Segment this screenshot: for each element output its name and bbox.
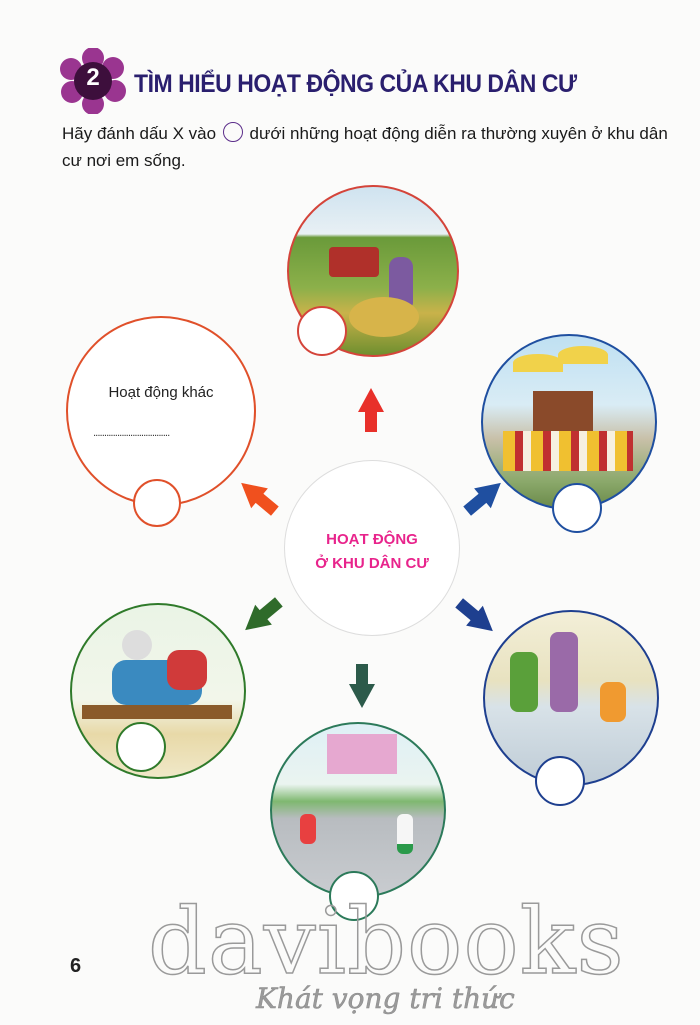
sweeper-shape (550, 632, 578, 712)
instruction-text: Hãy đánh dấu X vào dưới những hoạt động … (62, 120, 682, 174)
other-activity-input[interactable]: ................................... (93, 428, 170, 439)
harvester-shape (329, 247, 379, 277)
player-shape (397, 814, 413, 854)
watermark-brand: davibooks (147, 887, 625, 996)
festival-activity-image (481, 334, 657, 510)
grandparent-head-shape (122, 630, 152, 660)
other-activity-label: Hoạt động khác (108, 384, 214, 401)
arrow-up-left-icon (241, 482, 279, 516)
cleaning-activity-image (483, 610, 659, 786)
arrow-down-left-icon (245, 597, 283, 631)
instruction-before: Hãy đánh dấu X vào (62, 124, 217, 143)
child-shape (167, 650, 207, 690)
badminton-activity-image (270, 722, 446, 898)
section-number: 2 (86, 64, 100, 91)
page-number: 6 (70, 955, 82, 977)
harvest-checkbox[interactable] (297, 306, 347, 356)
sweeper-shape (510, 652, 538, 712)
parasol-shape (513, 354, 563, 372)
watermark-slogan: Khát vọng tri thức (256, 982, 515, 1016)
section-title: TÌM HIỂU HOẠT ĐỘNG CỦA KHU DÂN CƯ (134, 70, 577, 98)
arrow-up-right-icon (463, 482, 501, 516)
sweeper-shape (600, 682, 626, 722)
arrow-down-right-icon (455, 598, 493, 632)
building-shape (327, 734, 397, 774)
center-label-line2: Ở KHU DÂN CƯ (315, 555, 429, 572)
family-checkbox[interactable] (116, 722, 166, 772)
festival-checkbox[interactable] (552, 483, 602, 533)
other-activity-circle (66, 316, 256, 506)
player-shape (300, 814, 316, 844)
procession-shape (503, 431, 633, 471)
badminton-checkbox[interactable] (329, 871, 379, 921)
cleaning-checkbox[interactable] (535, 756, 585, 806)
checkbox-circle-icon (222, 122, 243, 142)
center-circle (284, 460, 460, 636)
center-label: HOẠT ĐỘNG Ở KHU DÂN CƯ (288, 528, 456, 576)
bamboo-bed-shape (82, 705, 232, 719)
rice-pile-shape (349, 297, 419, 337)
other-activity-checkbox[interactable] (133, 479, 181, 527)
section-number-flower-icon (60, 48, 126, 114)
arrow-up-icon (358, 388, 384, 432)
center-label-line1: HOẠT ĐỘNG (326, 531, 418, 548)
arrow-down-icon (349, 664, 375, 708)
instruction-after: dưới những hoạt động diễn ra thường xuyê… (62, 124, 668, 170)
parasol-shape (558, 346, 608, 364)
palanquin-shape (533, 391, 593, 431)
